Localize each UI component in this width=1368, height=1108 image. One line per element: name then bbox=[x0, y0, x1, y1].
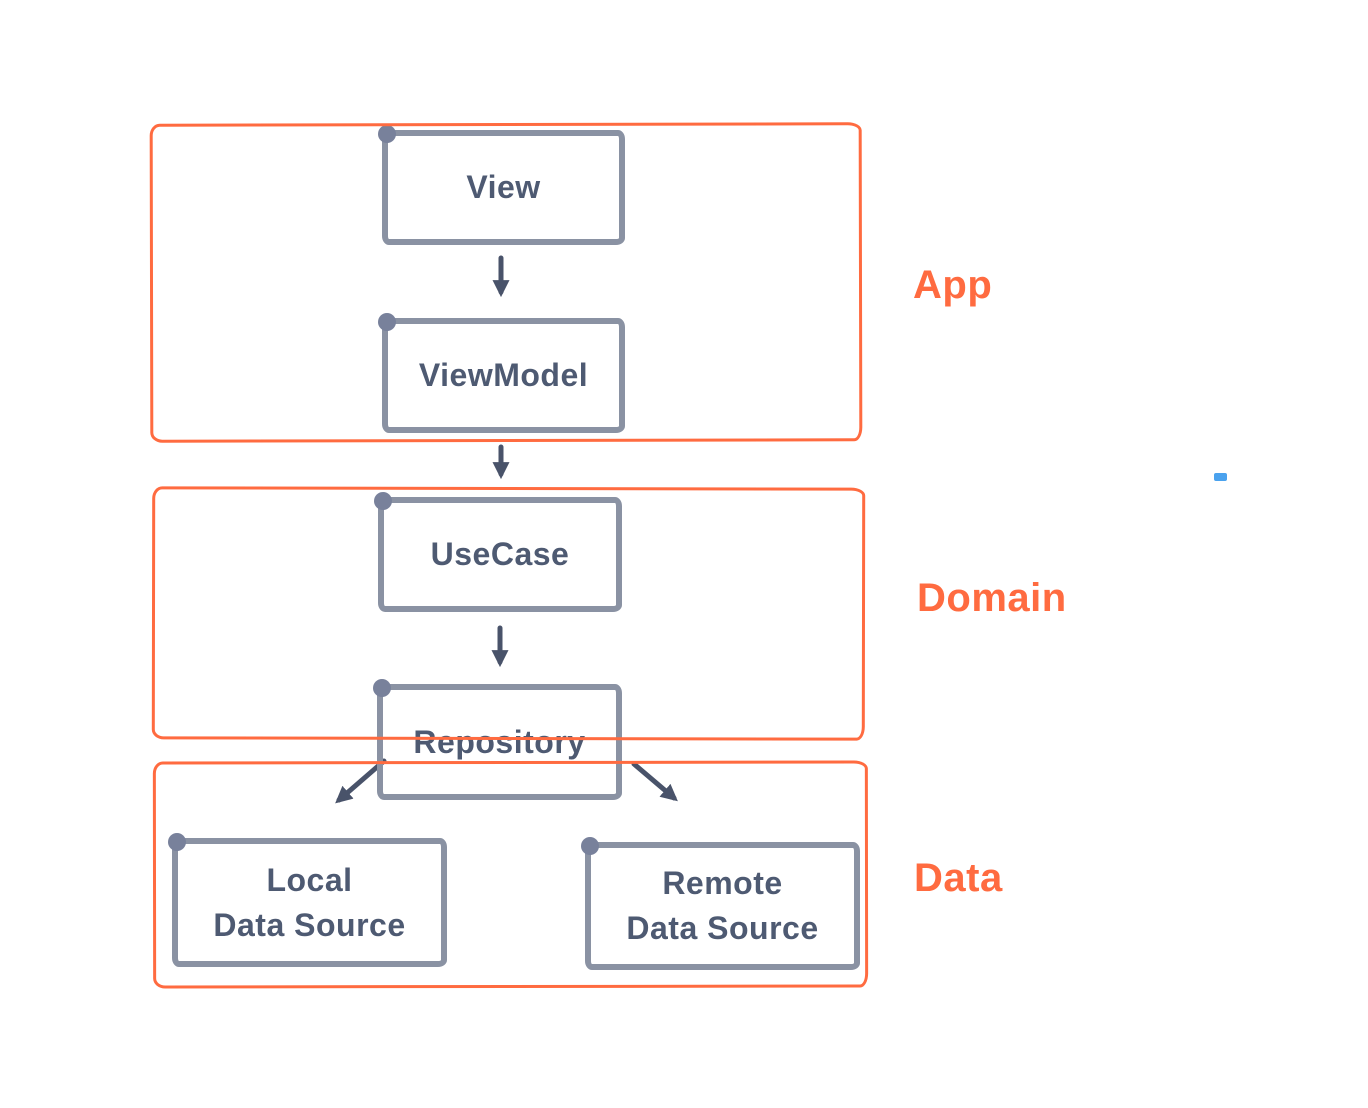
layer-label-domain: Domain bbox=[917, 576, 1067, 620]
node-viewmodel: ViewModel bbox=[378, 313, 625, 433]
node-remote-data-source-label: Remote Data Source bbox=[626, 865, 819, 946]
node-remote-data-source: Remote Data Source bbox=[581, 837, 860, 970]
pen-start-dot bbox=[378, 313, 396, 331]
pen-start-dot bbox=[373, 679, 391, 697]
pen-start-dot bbox=[374, 492, 392, 510]
pen-start-dot bbox=[581, 837, 599, 855]
node-viewmodel-label: ViewModel bbox=[418, 357, 589, 394]
node-local-data-source-label: Local Data Source bbox=[213, 861, 406, 943]
stray-blue-mark bbox=[1214, 473, 1227, 481]
pen-start-dot bbox=[378, 125, 396, 143]
pen-start-dot bbox=[168, 833, 186, 851]
layer-label-data: Data bbox=[914, 856, 1003, 900]
node-view-label: View bbox=[466, 169, 541, 206]
node-repository-label: Repository bbox=[413, 723, 586, 760]
node-usecase: UseCase bbox=[374, 492, 622, 612]
node-repository: Repository bbox=[373, 679, 622, 800]
node-usecase-label: UseCase bbox=[430, 536, 570, 573]
edge-repository-to-remote-arrow bbox=[631, 761, 678, 802]
layer-label-app: App bbox=[913, 263, 993, 307]
node-local-data-source: Local Data Source bbox=[168, 833, 447, 967]
node-view: View bbox=[378, 125, 625, 245]
